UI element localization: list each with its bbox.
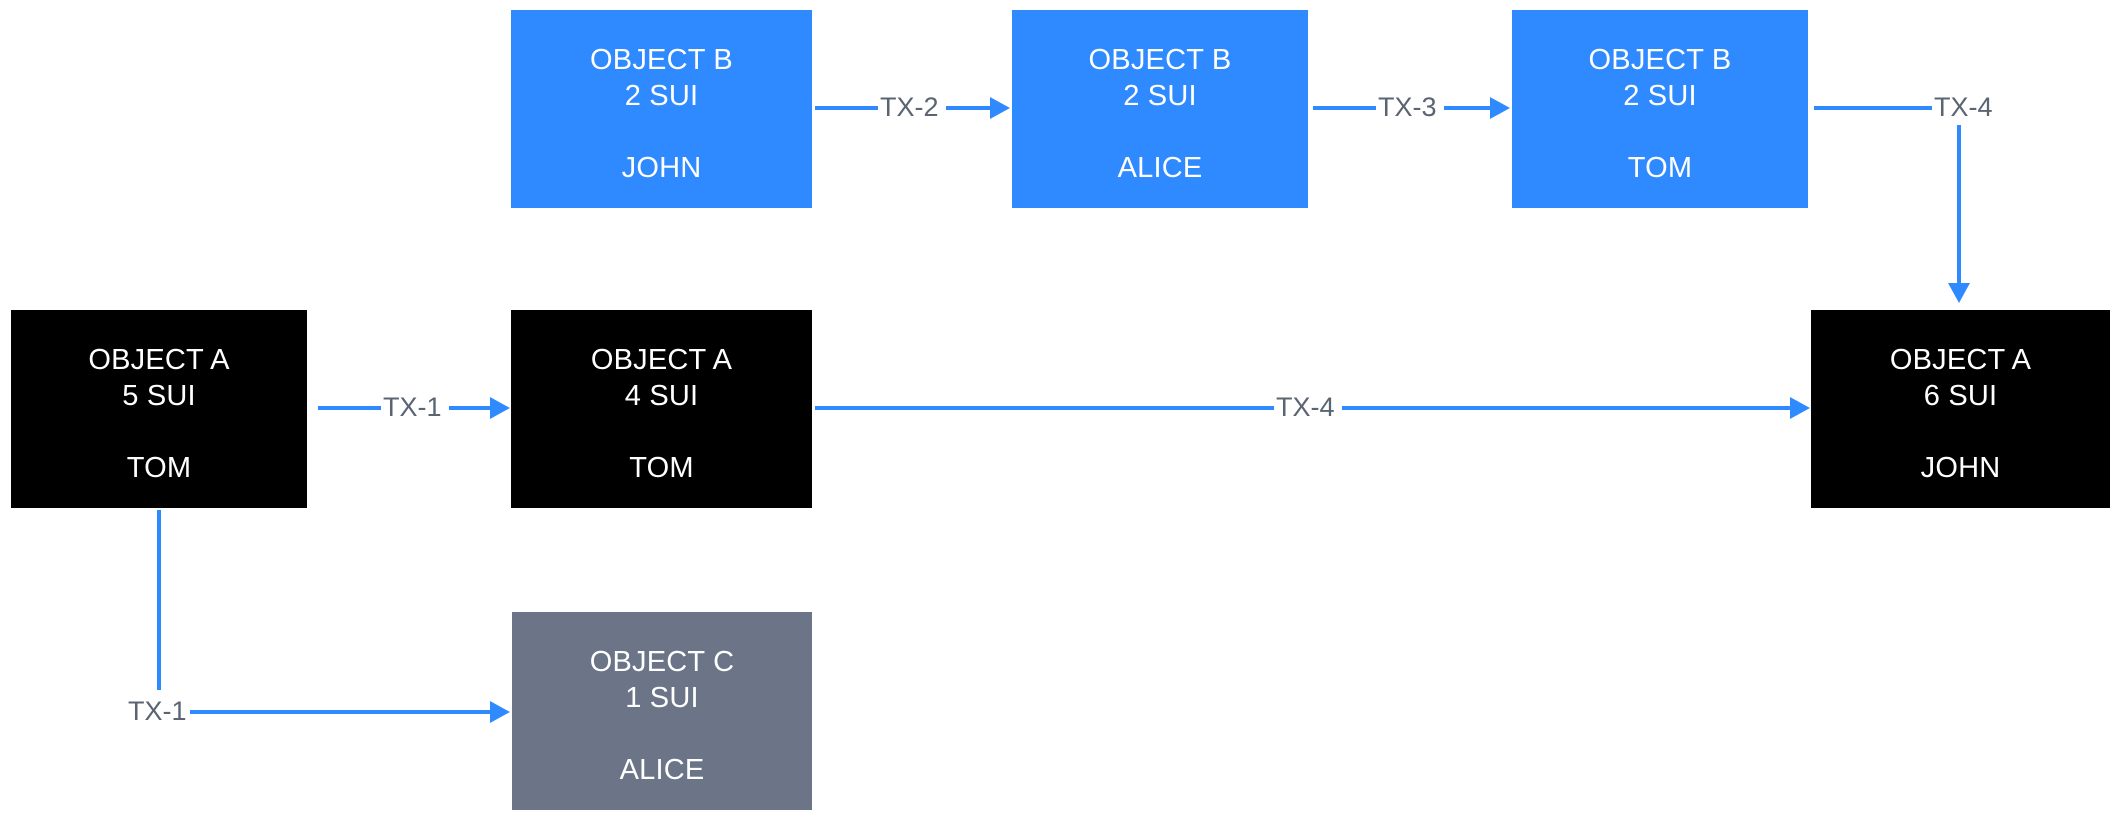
node-object-a-5sui-tom[interactable]: OBJECT A 5 SUI TOM <box>11 310 307 508</box>
edge-tx-4-top-line-vertical <box>1957 125 1961 285</box>
edge-tx-3-line-left <box>1313 106 1376 110</box>
node-object-a-4sui-tom[interactable]: OBJECT A 4 SUI TOM <box>511 310 812 508</box>
edge-tx-1-bottom-line-horizontal <box>190 710 494 714</box>
edge-tx-2-arrowhead-icon <box>990 97 1010 119</box>
node-object-label: OBJECT B <box>1088 44 1232 76</box>
edge-tx-1-mid-line-right <box>449 406 494 410</box>
node-amount-label: 2 SUI <box>1623 80 1697 112</box>
node-owner-label: TOM <box>1627 152 1693 184</box>
edge-tx-2-line-right <box>946 106 994 110</box>
node-object-label: OBJECT A <box>590 344 733 376</box>
edge-tx-2-label: TX-2 <box>880 92 939 122</box>
edge-tx-4-top-line-horizontal <box>1814 106 1932 110</box>
node-object-c-alice[interactable]: OBJECT C 1 SUI ALICE <box>512 612 812 810</box>
edge-tx-1-mid-label: TX-1 <box>383 392 442 422</box>
edge-tx-1-mid-line-left <box>318 406 381 410</box>
node-object-label: OBJECT B <box>590 44 733 76</box>
node-amount-label: 6 SUI <box>1923 380 1998 412</box>
node-object-label: OBJECT C <box>589 646 735 678</box>
edge-tx-1-bottom-arrowhead-icon <box>490 701 510 723</box>
node-owner-label: TOM <box>629 452 694 484</box>
edge-tx-1-mid-arrowhead-icon <box>490 397 510 419</box>
node-object-label: OBJECT A <box>88 344 230 376</box>
node-owner-label: ALICE <box>1117 152 1203 184</box>
edge-tx-4-top-label: TX-4 <box>1934 92 1993 122</box>
node-object-b-john[interactable]: OBJECT B 2 SUI JOHN <box>511 10 812 208</box>
node-object-label: OBJECT B <box>1588 44 1732 76</box>
node-object-b-tom[interactable]: OBJECT B 2 SUI TOM <box>1512 10 1808 208</box>
node-owner-label: TOM <box>126 452 192 484</box>
node-owner-label: ALICE <box>619 754 705 786</box>
edge-tx-4-mid-line-right <box>1342 406 1794 410</box>
edge-tx-1-bottom-line-vertical <box>157 510 161 690</box>
edge-tx-3-arrowhead-icon <box>1490 97 1510 119</box>
node-amount-label: 1 SUI <box>625 682 699 714</box>
node-object-b-alice[interactable]: OBJECT B 2 SUI ALICE <box>1012 10 1308 208</box>
node-amount-label: 2 SUI <box>1123 80 1197 112</box>
node-amount-label: 5 SUI <box>122 380 196 412</box>
node-amount-label: 4 SUI <box>624 380 699 412</box>
edge-tx-1-bottom-label: TX-1 <box>128 696 187 726</box>
edge-tx-2-line-left <box>815 106 878 110</box>
edge-tx-4-top-arrowhead-icon <box>1948 283 1970 303</box>
node-owner-label: JOHN <box>1920 452 2001 484</box>
edge-tx-4-mid-label: TX-4 <box>1276 392 1335 422</box>
edge-tx-3-label: TX-3 <box>1378 92 1437 122</box>
node-owner-label: JOHN <box>621 152 702 184</box>
edge-tx-4-mid-line-left <box>815 406 1274 410</box>
node-object-label: OBJECT A <box>1889 344 2032 376</box>
node-amount-label: 2 SUI <box>624 80 699 112</box>
edge-tx-3-line-right <box>1444 106 1494 110</box>
edge-tx-4-mid-arrowhead-icon <box>1790 397 1810 419</box>
node-object-a-6sui-john[interactable]: OBJECT A 6 SUI JOHN <box>1811 310 2110 508</box>
